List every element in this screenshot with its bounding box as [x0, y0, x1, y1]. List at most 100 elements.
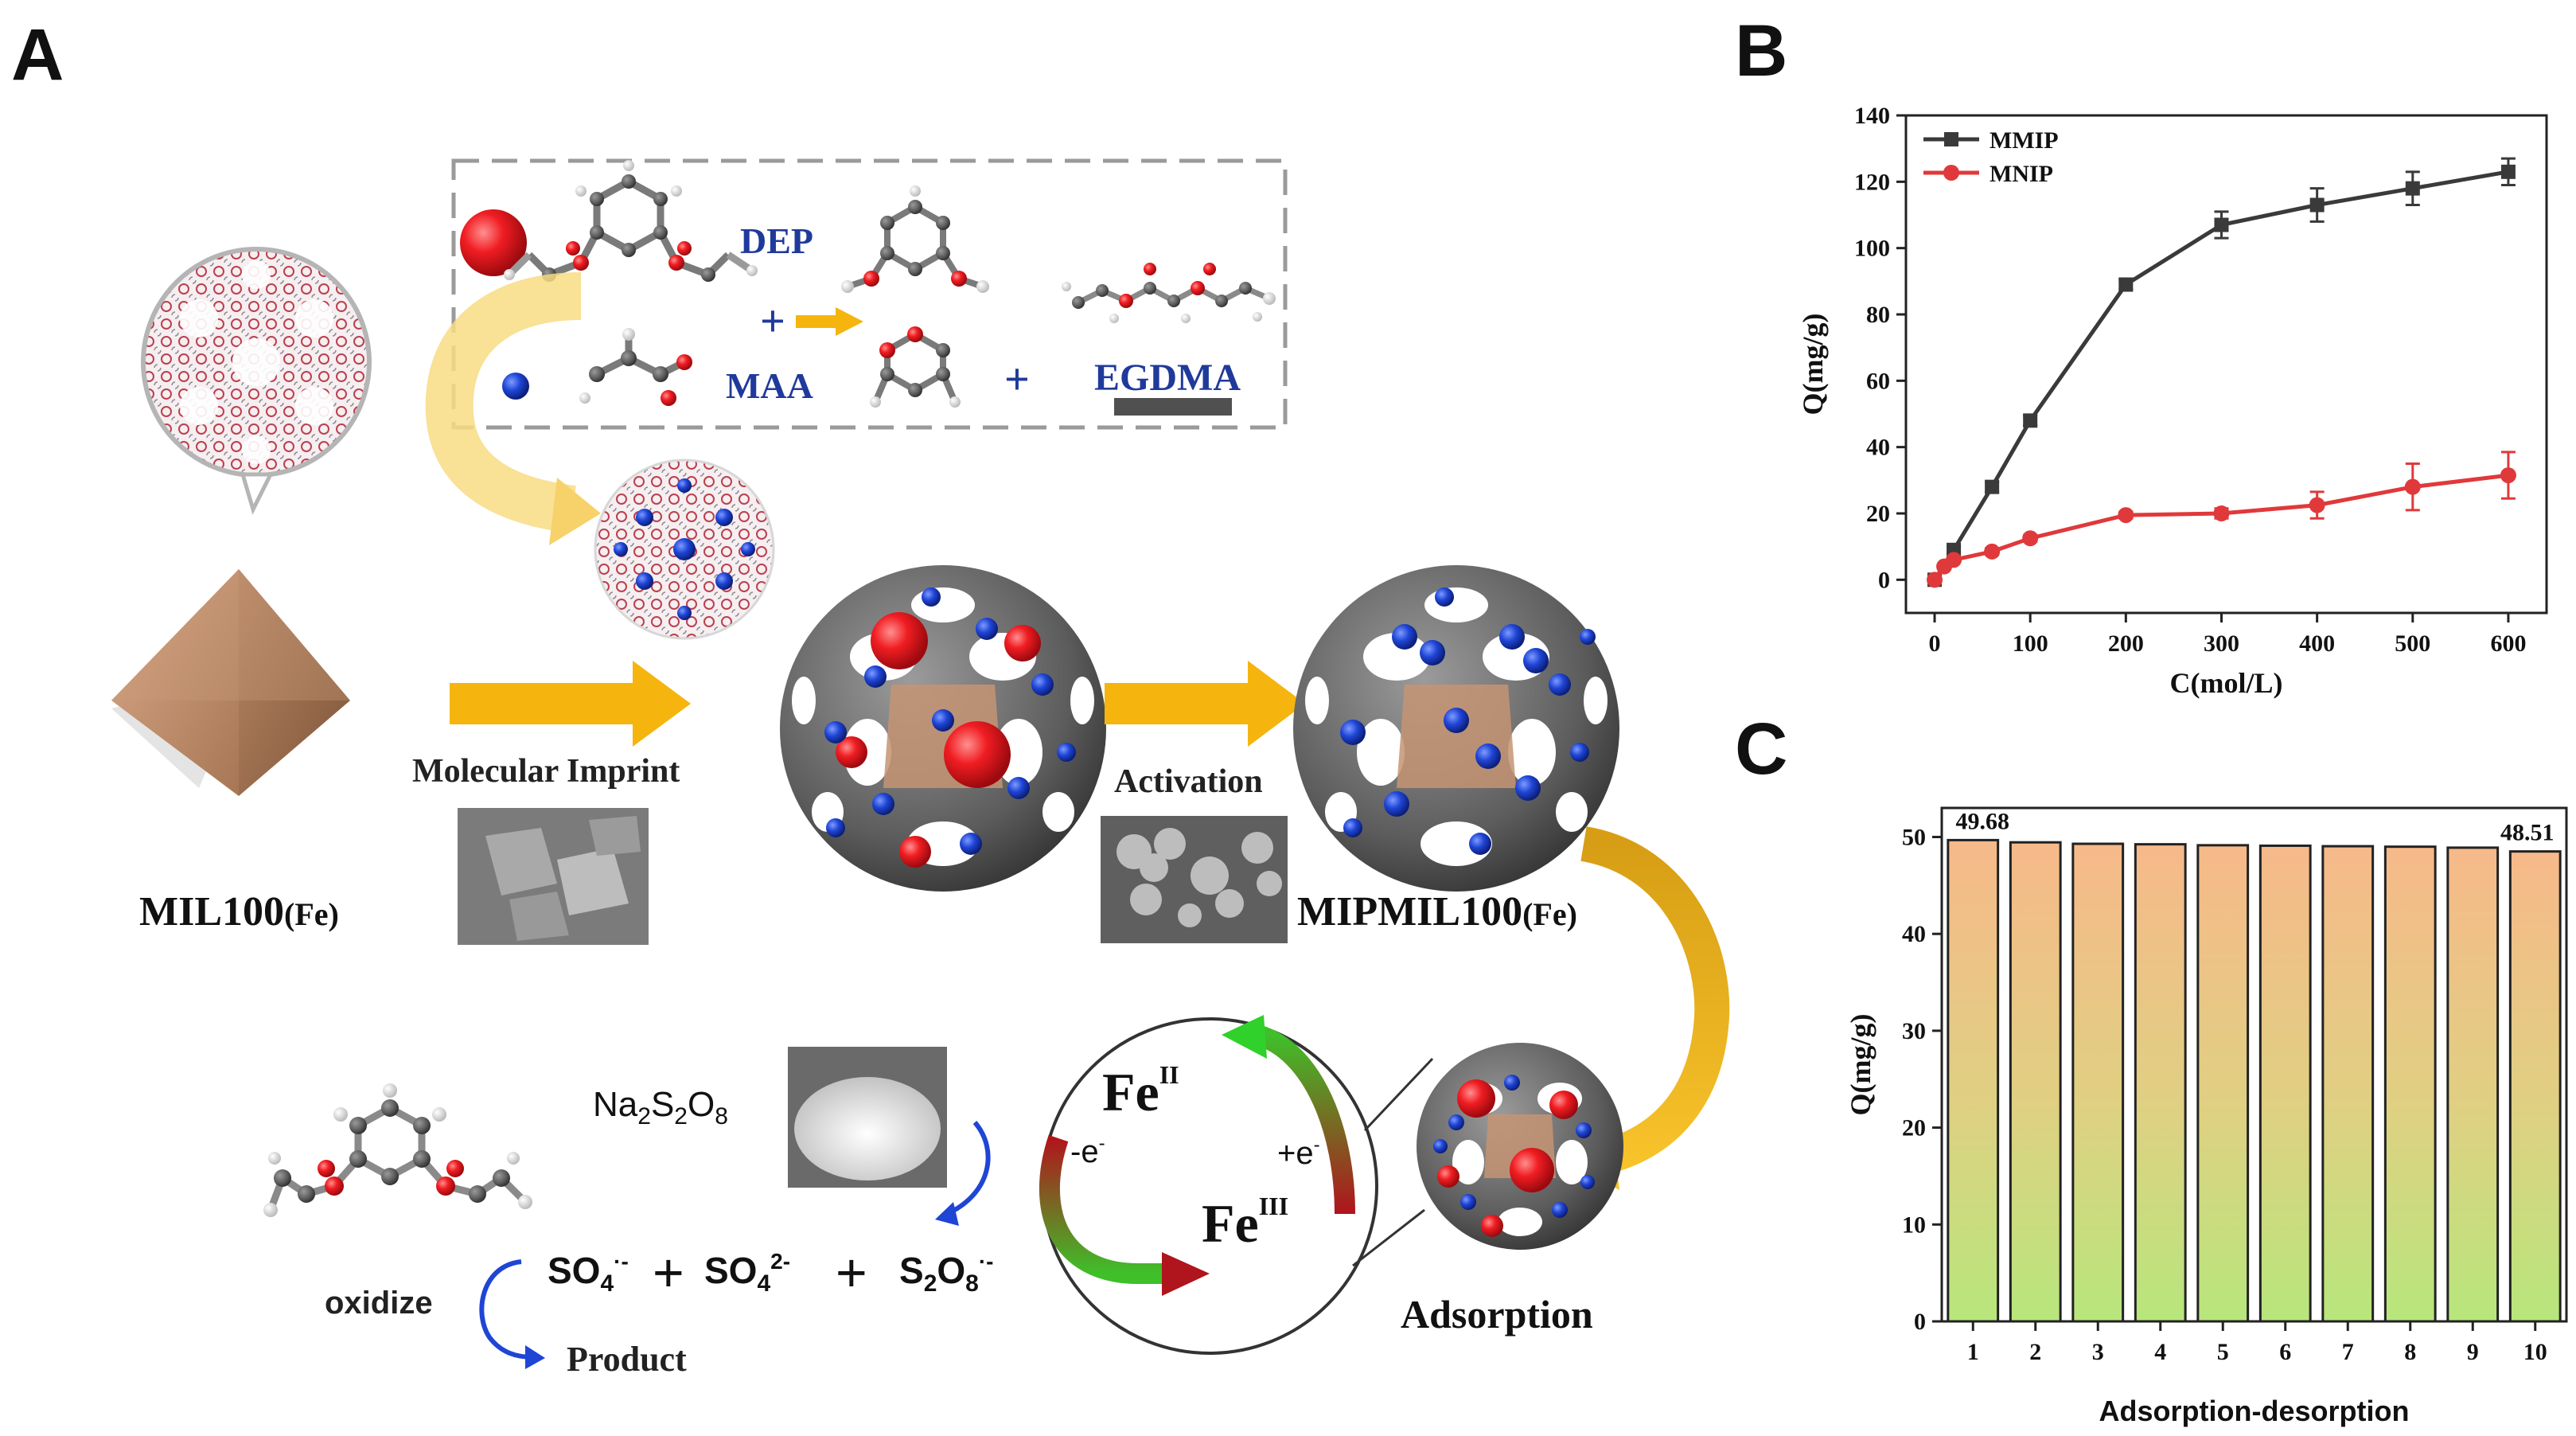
chart-c-data-label-last: 48.51	[2500, 820, 2555, 846]
maa-label: MAA	[726, 365, 813, 406]
plus-sign-2: +	[1004, 355, 1030, 404]
chart-c-x-tick-label: 5	[2217, 1339, 2229, 1365]
plus-electron-label: +e-	[1277, 1134, 1320, 1171]
chart-b-point-mmip	[2500, 164, 2516, 179]
chart-b-x-tick-label: 0	[1929, 630, 1941, 657]
chart-b-y-tick-label: 60	[1866, 368, 1890, 394]
zoom-line-2	[1352, 1208, 1425, 1267]
dep-maa-complex-icon	[841, 185, 989, 408]
chart-b-y-tick-label: 80	[1866, 302, 1890, 328]
imprinted-framework-dots	[614, 478, 755, 620]
zoom-callout-tail	[240, 472, 275, 515]
chart-b-point-mnip	[2404, 478, 2421, 495]
chart-b-legend-label: MMIP	[1989, 127, 2059, 154]
chart-b-x-tick-label: 100	[2013, 630, 2048, 657]
plus-sign-4: +	[836, 1243, 867, 1303]
reduction-arc	[1253, 1024, 1355, 1215]
molecular-imprint-arrow	[450, 661, 691, 747]
chart-b-point-mnip	[2309, 497, 2325, 513]
chart-b-point-mnip	[2118, 507, 2134, 524]
curved-arrow-to-framework	[425, 272, 582, 533]
activation-small-arrow	[945, 1121, 991, 1216]
persulfate-powder-image	[788, 1047, 947, 1188]
panel-label-b: B	[1735, 10, 1787, 92]
fe-iii-label: FeIII	[1202, 1192, 1288, 1254]
chart-c-x-tick-label: 1	[1967, 1339, 1979, 1365]
sem-image-2	[1101, 816, 1288, 943]
small-arrow-head-icon	[836, 307, 863, 336]
chart-b-point-mnip	[2213, 505, 2230, 521]
plus-sign-3: +	[653, 1243, 684, 1303]
chart-b-y-tick-label: 0	[1878, 567, 1890, 593]
chart-b-x-tick-label: 200	[2108, 630, 2144, 657]
dep-label: DEP	[740, 220, 813, 261]
chart-c-y-tick-label: 40	[1902, 921, 1926, 947]
chart-c-y-axis-label: Q(mg/g)	[1845, 1014, 1876, 1116]
egdma-molecule-icon	[1062, 263, 1276, 323]
chart-b-point-mmip	[2309, 197, 2325, 213]
dep-molecule-icon	[506, 177, 754, 279]
adsorption-label: Adsorption	[1401, 1292, 1593, 1336]
chart-c-y-tick-label: 0	[1914, 1309, 1926, 1335]
plus-sign-1: +	[760, 297, 785, 346]
panel-label-a: A	[11, 14, 64, 96]
dep-atoms	[504, 160, 758, 282]
oxidation-arc	[1039, 1134, 1170, 1284]
chart-c-x-tick-label: 6	[2279, 1339, 2291, 1365]
chart-c-bar	[2258, 844, 2312, 1323]
chart-b-series-line-mnip	[1933, 473, 2509, 581]
maa-molecule-icon	[594, 334, 687, 378]
chart-c-frame	[1940, 806, 2568, 1323]
adsorption-curved-arrow	[1580, 826, 1730, 1176]
chart-c-bar	[2071, 842, 2125, 1323]
chart-c-y-tick-label: 50	[1902, 825, 1926, 851]
chart-b-x-axis-label: C(mol/L)	[2170, 667, 2283, 699]
product-label: Product	[567, 1340, 687, 1379]
persulfate-radical-label: S2O8·-	[899, 1249, 994, 1297]
chart-b-x-tick-label: 300	[2204, 630, 2239, 657]
chart-c-y-tick-label: 20	[1902, 1115, 1926, 1141]
mil100-label: MIL100(Fe)	[139, 889, 339, 935]
persulfate-label: Na2S2O8	[593, 1085, 728, 1130]
chart-b-point-mnip	[1946, 552, 1962, 568]
curved-arrow-head-icon	[549, 478, 601, 545]
fe-cycle-circle	[1041, 1017, 1378, 1355]
activation-arrow	[1105, 661, 1305, 747]
chart-b-point-mnip	[1927, 572, 1943, 588]
panel-label-c: C	[1735, 708, 1787, 790]
scheme-panel-a: DEP MAA +	[111, 158, 1730, 1379]
molecular-imprint-label: Molecular Imprint	[412, 753, 680, 790]
chart-c-bar	[1947, 838, 2000, 1323]
activated-cage-icon	[1293, 565, 1619, 892]
chart-b-point-mmip	[2023, 413, 2038, 428]
activation-small-arrow-head-icon	[935, 1202, 959, 1226]
reagent-box	[451, 158, 1288, 430]
oxidize-arrow-head-icon	[525, 1345, 545, 1369]
reduction-arrow-head-icon	[1222, 1015, 1267, 1059]
chart-c-bar	[2196, 844, 2250, 1323]
chart-c-data-label-first: 49.68	[1956, 808, 2010, 834]
adsorption-cage-icon	[1417, 1043, 1623, 1250]
chart-b-point-mmip	[2405, 181, 2420, 196]
chart-c-x-tick-label: 8	[2404, 1339, 2416, 1365]
chart-c-y-tick-label: 10	[1902, 1212, 1926, 1238]
chart-b-y-tick-label: 120	[1854, 169, 1890, 195]
chart-b-y-tick-label: 40	[1866, 435, 1890, 461]
chart-b-y-tick-label: 100	[1854, 236, 1890, 262]
sem-image-1	[458, 808, 649, 945]
chart-b-x-tick-label: 400	[2299, 630, 2335, 657]
chart-b-y-tick-label: 20	[1866, 501, 1890, 527]
chart-c-x-tick-label: 4	[2154, 1339, 2166, 1365]
mipmil100-label: MIPMIL100(Fe)	[1297, 889, 1577, 935]
mil100-pores	[180, 260, 333, 464]
chart-b-legend-label: MNIP	[1989, 161, 2053, 187]
chart-b-plot-border	[1904, 114, 2548, 615]
chart-c-x-tick-label: 3	[2092, 1339, 2104, 1365]
chart-c-x-tick-label: 2	[2029, 1339, 2041, 1365]
minus-electron-label: -e-	[1070, 1133, 1105, 1169]
